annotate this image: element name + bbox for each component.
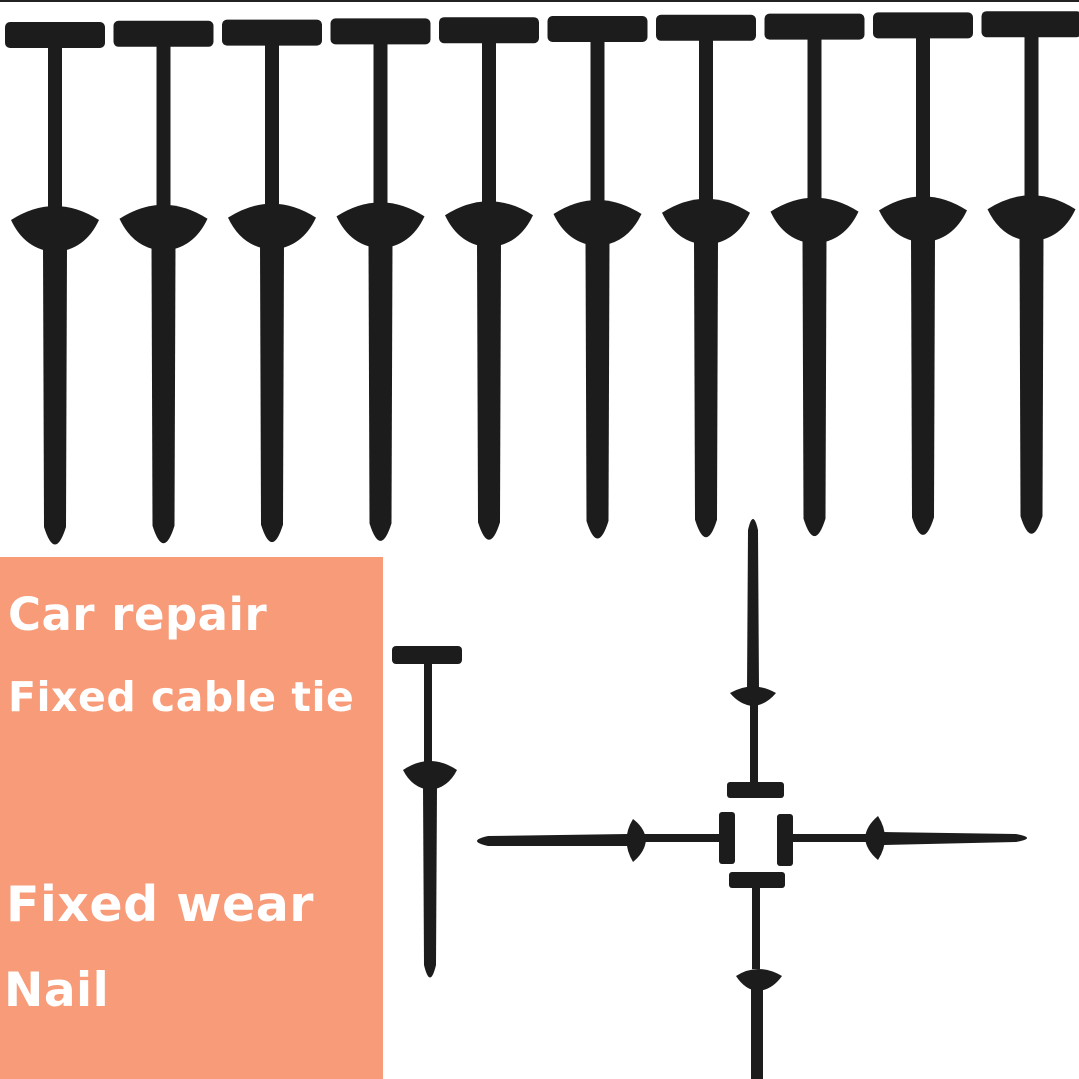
rivet-head	[981, 11, 1079, 38]
rivet-head	[330, 18, 431, 45]
caption-fixed-cable-tie: Fixed cable tie	[8, 673, 355, 721]
rivet-point	[751, 988, 763, 1079]
rivet-dome	[730, 686, 776, 706]
single-rivet	[392, 646, 462, 978]
rivet-point	[883, 832, 1027, 845]
rivet-dome	[879, 196, 967, 243]
rivet-head	[439, 17, 539, 44]
rivet-lower-shank	[585, 240, 610, 539]
rivet-lower-shank	[911, 236, 935, 535]
rivet-lower-shank	[423, 786, 437, 978]
rivet-head	[222, 19, 322, 46]
rivet-shank	[752, 885, 760, 969]
rivet-head	[873, 12, 973, 39]
rivet	[113, 20, 214, 544]
rivet	[656, 14, 756, 538]
rivet-dome	[662, 198, 750, 245]
rivet-upper-shank	[699, 36, 713, 217]
rivet	[222, 19, 322, 543]
rivet-head	[777, 814, 793, 866]
rivet-up	[727, 519, 784, 798]
top-border	[0, 0, 1079, 2]
rivet-upper-shank	[265, 41, 279, 222]
caption-panel	[0, 557, 383, 1079]
rivet-dome	[736, 969, 782, 991]
rivet-head	[547, 16, 648, 42]
caption-car-repair: Car repair	[8, 588, 268, 641]
rivet-head	[392, 646, 462, 664]
rivet	[392, 646, 462, 978]
rivet-row	[5, 11, 1079, 545]
rivet-dome	[626, 819, 646, 862]
caption-nail: Nail	[4, 963, 110, 1018]
rivet-lower-shank	[802, 237, 827, 537]
rivet-dome	[336, 202, 425, 249]
rivet-lower-shank	[43, 246, 67, 545]
rivet-upper-shank	[1024, 33, 1039, 214]
rivet	[439, 17, 539, 540]
rivet-down	[729, 872, 785, 1079]
rivet-dome	[553, 200, 642, 246]
rivet-upper-shank	[916, 34, 930, 215]
rivet-upper-shank	[482, 39, 496, 220]
caption-fixed-wear: Fixed wear	[6, 876, 314, 933]
rivet-upper-shank	[807, 35, 822, 216]
rivet-upper-shank	[156, 42, 171, 223]
rivet-head	[719, 812, 735, 864]
rivet-head	[729, 872, 785, 888]
rivet	[547, 16, 648, 539]
rivet-lower-shank	[260, 243, 284, 543]
rivet-upper-shank	[48, 44, 62, 224]
rivet	[981, 11, 1079, 534]
rivet-lower-shank	[151, 244, 176, 544]
rivet-lower-shank	[694, 238, 718, 538]
rivet-head	[764, 13, 865, 40]
rivet-cross-arrangement	[477, 519, 1027, 1079]
rivet	[5, 22, 105, 545]
rivet-upper-shank	[424, 660, 432, 768]
rivet-head	[656, 14, 756, 41]
rivet-point	[477, 834, 628, 846]
rivet-dome	[770, 197, 859, 244]
rivet-point	[747, 519, 759, 690]
rivet-shank	[790, 834, 872, 842]
rivet-shank	[750, 700, 758, 786]
rivet	[764, 13, 865, 537]
rivet-head	[727, 782, 784, 798]
rivet-left	[477, 812, 735, 864]
rivet-upper-shank	[590, 38, 605, 218]
rivet-head	[5, 22, 105, 48]
rivet	[330, 18, 431, 541]
rivet-dome	[987, 195, 1076, 242]
rivet-right	[777, 814, 1027, 866]
rivet-dome	[228, 203, 316, 250]
rivet-shank	[640, 834, 722, 842]
rivet-head	[113, 20, 214, 47]
rivet	[873, 12, 973, 535]
rivet-lower-shank	[477, 241, 501, 540]
rivet-lower-shank	[1019, 235, 1044, 534]
rivet-dome	[119, 204, 208, 251]
rivet-dome	[11, 206, 99, 252]
rivet-dome	[865, 816, 885, 860]
rivet-lower-shank	[368, 242, 393, 541]
rivet-upper-shank	[373, 40, 388, 221]
rivet-dome	[445, 201, 533, 248]
rivet-dome	[403, 761, 457, 790]
